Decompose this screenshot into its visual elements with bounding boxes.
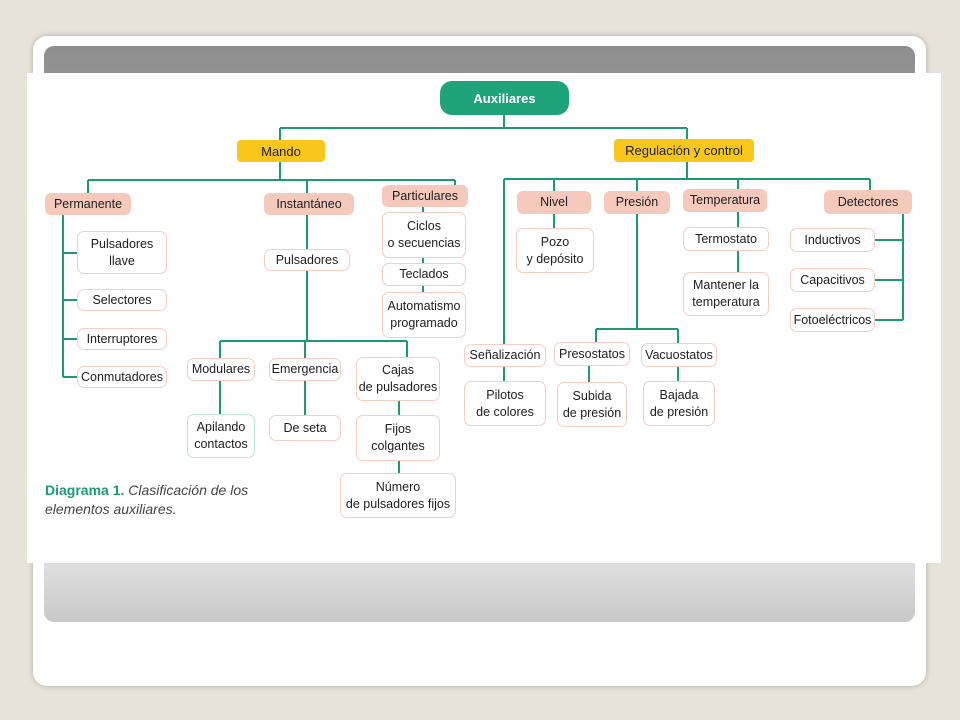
- node-auxiliares: Auxiliares: [440, 81, 569, 115]
- node-presostatos: Presostatos: [554, 342, 630, 366]
- node-presion: Presión: [604, 191, 670, 214]
- node-inductivos: Inductivos: [790, 228, 875, 252]
- node-permanente: Permanente: [45, 193, 131, 215]
- node-apilando-contactos: Apilando contactos: [187, 414, 255, 458]
- node-regulacion-y-control: Regulación y control: [614, 139, 754, 162]
- node-conmutadores: Conmutadores: [77, 366, 167, 388]
- node-instantaneo: Instantáneo: [264, 193, 354, 215]
- node-pilotos-de-colores: Pilotos de colores: [464, 381, 546, 426]
- node-fotoelectricos: Fotoeléctricos: [790, 308, 875, 332]
- node-cajas-de-pulsadores: Cajas de pulsadores: [356, 357, 440, 401]
- node-fijos-colgantes: Fijos colgantes: [356, 415, 440, 461]
- node-particulares: Particulares: [382, 185, 468, 207]
- node-emergencia: Emergencia: [269, 358, 341, 381]
- node-temperatura: Temperatura: [683, 189, 767, 212]
- node-de-seta: De seta: [269, 415, 341, 441]
- node-ciclos-o-secuencias: Ciclos o secuencias: [382, 212, 466, 258]
- node-detectores: Detectores: [824, 190, 912, 214]
- node-bajada-de-presion: Bajada de presión: [643, 381, 715, 426]
- node-interruptores: Interruptores: [77, 328, 167, 350]
- node-vacuostatos: Vacuostatos: [641, 343, 717, 367]
- node-subida-de-presion: Subida de presión: [557, 382, 627, 427]
- node-nivel: Nivel: [517, 191, 591, 214]
- node-termostato: Termostato: [683, 227, 769, 251]
- node-capacitivos: Capacitivos: [790, 268, 875, 292]
- diagram-caption: Diagrama 1. Clasificación de los element…: [45, 481, 285, 519]
- node-pulsadores-llave: Pulsadores llave: [77, 231, 167, 274]
- node-automatismo-programado: Automatismo programado: [382, 292, 466, 338]
- connector-lines: [62, 115, 904, 473]
- node-mantener-la-temperatura: Mantener la temperatura: [683, 272, 769, 316]
- node-teclados: Teclados: [382, 263, 466, 286]
- node-senalizacion: Señalización: [464, 344, 546, 367]
- node-pulsadores: Pulsadores: [264, 249, 350, 271]
- node-pozo-y-deposito: Pozo y depósito: [516, 228, 594, 273]
- node-selectores: Selectores: [77, 289, 167, 311]
- caption-text: Clasificación de los elementos auxiliare…: [45, 482, 249, 517]
- caption-title: Diagrama 1.: [45, 482, 125, 498]
- diagram-panel: Auxiliares Mando Regulación y control Pe…: [27, 73, 941, 563]
- node-numero-de-pulsadores-fijos: Número de pulsadores fijos: [340, 473, 456, 518]
- node-modulares: Modulares: [187, 358, 255, 381]
- node-mando: Mando: [237, 140, 325, 162]
